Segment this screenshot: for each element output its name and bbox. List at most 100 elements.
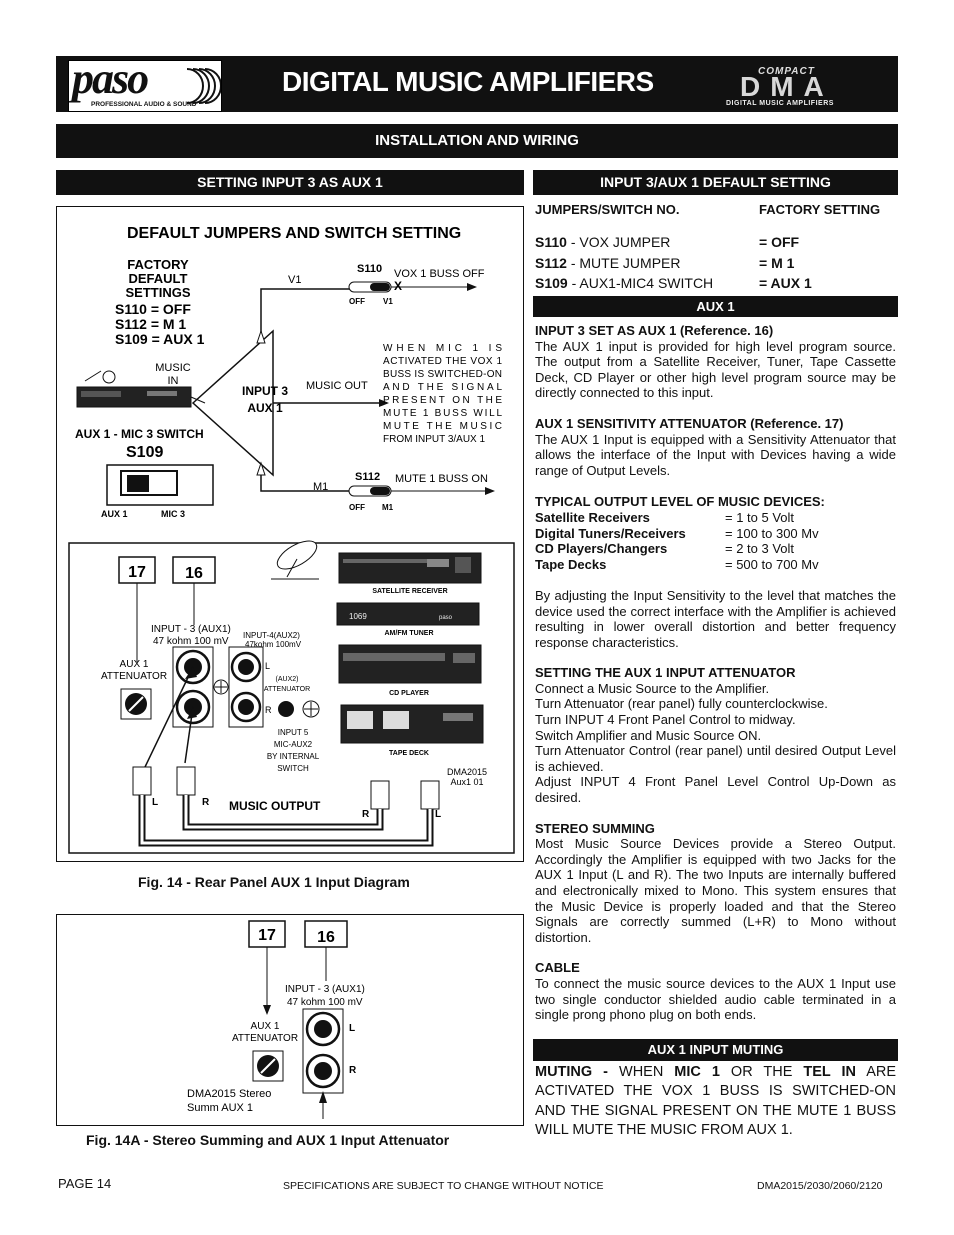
setting-s112: S112 = M 1: [115, 316, 186, 332]
fig14a-caption: Fig. 14A - Stereo Summing and AUX 1 Inpu…: [86, 1132, 450, 1148]
aux1-h4: SETTING THE AUX 1 INPUT ATTENUATOR: [535, 665, 796, 681]
switch-label: AUX 1 - MIC 3 SWITCH: [75, 427, 204, 441]
footer-notice: SPECIFICATIONS ARE SUBJECT TO CHANGE WIT…: [283, 1180, 604, 1192]
row-s109-code: S109: [535, 275, 568, 291]
note-line-4: AND THE SIGNAL: [383, 382, 502, 393]
ref-16-box: [172, 556, 216, 584]
input3-aux1: INPUT - 3 (AUX1): [151, 624, 231, 635]
aux1-body: INPUT 3 SET AS AUX 1 (Reference. 16) The…: [535, 323, 896, 1023]
music-output-label: MUSIC OUTPUT: [229, 799, 321, 813]
muting-t1: WHEN: [608, 1064, 675, 1080]
row-s109-desc: - AUX1-MIC4 SWITCH: [567, 275, 714, 291]
defaults-table: JUMPERS/SWITCH NO. FACTORY SETTING S110 …: [535, 202, 897, 296]
s110-v1: V1: [383, 297, 393, 306]
aux1-p6: To connect the music source devices to t…: [535, 975, 896, 1023]
aux1-att-a2: ATTENUATOR: [232, 1033, 298, 1044]
jack-l-a: L: [349, 1023, 355, 1034]
aux2-r: R: [265, 705, 272, 715]
defaults-col2: FACTORY SETTING: [759, 202, 881, 217]
cd-player-unit: [338, 644, 482, 684]
aux1-att-1: AUX 1: [120, 659, 149, 670]
s112-off: OFF: [349, 503, 365, 512]
note-line-8: FROM INPUT 3/AUX 1: [383, 434, 485, 445]
cd-player-label: CD PLAYER: [389, 690, 429, 697]
aux2-att-1: (AUX2): [276, 676, 299, 683]
switch-aux1: AUX 1: [101, 509, 128, 519]
music-in-2: IN: [168, 375, 179, 387]
section-bar: INSTALLATION AND WIRING: [56, 124, 898, 158]
switch-mic3: MIC 3: [161, 509, 185, 519]
row-s112-val: = M 1: [759, 254, 795, 271]
m1-label: M1: [313, 481, 328, 493]
plug-l2-label: L: [435, 809, 441, 820]
figure-14a: 17 16 INPUT - 3 (AUX1) 47 kohm 100 mV AU…: [56, 914, 524, 1126]
ref-16-box-a: [304, 920, 348, 948]
tuner-unit: [336, 602, 480, 626]
level-v-1: = 1 to 5 Volt: [725, 509, 795, 525]
tape-deck-label: TAPE DECK: [389, 750, 429, 757]
satellite-dish-icon: [271, 540, 319, 580]
aux1-att-a1: AUX 1: [251, 1021, 280, 1032]
aux1-p2: The AUX 1 Input is equipped with a Sensi…: [535, 431, 896, 478]
factory-line-3: SETTINGS: [125, 285, 190, 300]
vox-buss-off: VOX 1 BUSS OFF: [394, 268, 485, 280]
mute-buss-on: MUTE 1 BUSS ON: [395, 473, 488, 485]
note-line-1: WHEN MIC 1 IS: [383, 343, 502, 354]
setting-s109: S109 = AUX 1: [115, 331, 205, 347]
figure-14-diagram: DEFAULT JUMPERS AND SWITCH SETTING FACTO…: [68, 225, 515, 854]
input3-aux1-a: INPUT - 3 (AUX1): [285, 984, 365, 995]
row-s112-desc: - MUTE JUMPER: [566, 254, 681, 271]
muting-bar: AUX 1 INPUT MUTING: [533, 1039, 898, 1061]
satellite-receiver-small: [76, 370, 192, 408]
input3-spec: 47 kohm 100 mV: [153, 636, 229, 647]
step-1: Connect a Music Source to the Amplifier.: [535, 680, 770, 696]
aux1-h2: AUX 1 SENSITIVITY ATTENUATOR (Reference.…: [535, 415, 844, 431]
page-title: DIGITAL MUSIC AMPLIFIERS: [282, 66, 654, 97]
setting-s110: S110 = OFF: [115, 301, 191, 317]
paso-logo: paso PROFESSIONAL AUDIO & SOUND: [68, 60, 222, 112]
level-row-3: CD Players/Changers= 2 to 3 Volt: [535, 541, 896, 557]
level-k-3: CD Players/Changers: [535, 541, 668, 557]
ref-stereo-1: DMA2015 Stereo: [187, 1088, 271, 1100]
registered-mark: ®: [212, 62, 220, 73]
s109-label: S109: [126, 444, 163, 461]
s112-m1: M1: [382, 503, 394, 512]
plug-l-right: [420, 780, 440, 810]
dma-badge: COMPACT DMA DIGITAL MUSIC AMPLIFIERS: [722, 66, 870, 110]
right-heading: INPUT 3/AUX 1 DEFAULT SETTING: [533, 170, 898, 195]
muting-t3: ARE ACTIVATED THE VOX 1 BUSS IS SWITCHED…: [535, 1064, 897, 1138]
step-5: Turn Attenuator Control (rear panel) unt…: [535, 743, 896, 774]
note-line-3: BUSS IS SWITCHED-ON: [383, 369, 502, 380]
footer-models: DMA2015/2030/2060/2120: [757, 1180, 883, 1192]
level-row-1: Satellite Receivers= 1 to 5 Volt: [535, 510, 896, 526]
step-4: Switch Amplifier and Music Source ON.: [535, 727, 762, 743]
level-row-2: Digital Tuners/Receivers= 100 to 300 Mv: [535, 526, 896, 542]
ref-16-a: 16: [317, 929, 335, 946]
row-s110-desc: - VOX JUMPER: [566, 234, 671, 250]
muting-text: MUTING - WHEN MIC 1 OR THE TEL IN ARE AC…: [535, 1063, 896, 1140]
factory-line-2: DEFAULT: [129, 271, 188, 286]
muting-b3: TEL IN: [803, 1064, 857, 1080]
tuner-brand: paso: [439, 615, 453, 621]
defaults-col1: JUMPERS/SWITCH NO.: [535, 202, 680, 217]
aux1-p3: By adjusting the Input Sensitivity to th…: [535, 587, 896, 650]
row-s112-code: S112: [535, 254, 567, 271]
note-line-2: ACTIVATED THE VOX 1: [383, 356, 502, 367]
input5-3: BY INTERNAL: [267, 752, 320, 761]
logo-wordmark: paso: [72, 60, 149, 103]
defaults-row-s109: S109 - AUX1-MIC4 SWITCH = AUX 1: [535, 275, 897, 296]
ref-dma2015: DMA2015: [447, 767, 487, 777]
aux1-h5: STEREO SUMMING: [535, 820, 655, 836]
aux1-h1: INPUT 3 SET AS AUX 1 (Reference. 16): [535, 323, 774, 338]
s112-label: S112: [355, 471, 380, 483]
step-2: Turn Attenuator (rear panel) fully count…: [535, 696, 828, 712]
ref-aux1: Aux1 01: [450, 777, 483, 787]
x-mark: X: [394, 279, 402, 293]
muting-b1: MUTING -: [535, 1064, 609, 1080]
plug-r-right: [370, 780, 390, 810]
aux1-h3: TYPICAL OUTPUT LEVEL OF MUSIC DEVICES:: [535, 494, 825, 510]
input5-1: INPUT 5: [278, 728, 309, 737]
level-v-4: = 500 to 700 Mv: [725, 556, 819, 572]
aux1-h6: CABLE: [535, 960, 580, 976]
music-out-label: MUSIC OUT: [306, 380, 368, 392]
